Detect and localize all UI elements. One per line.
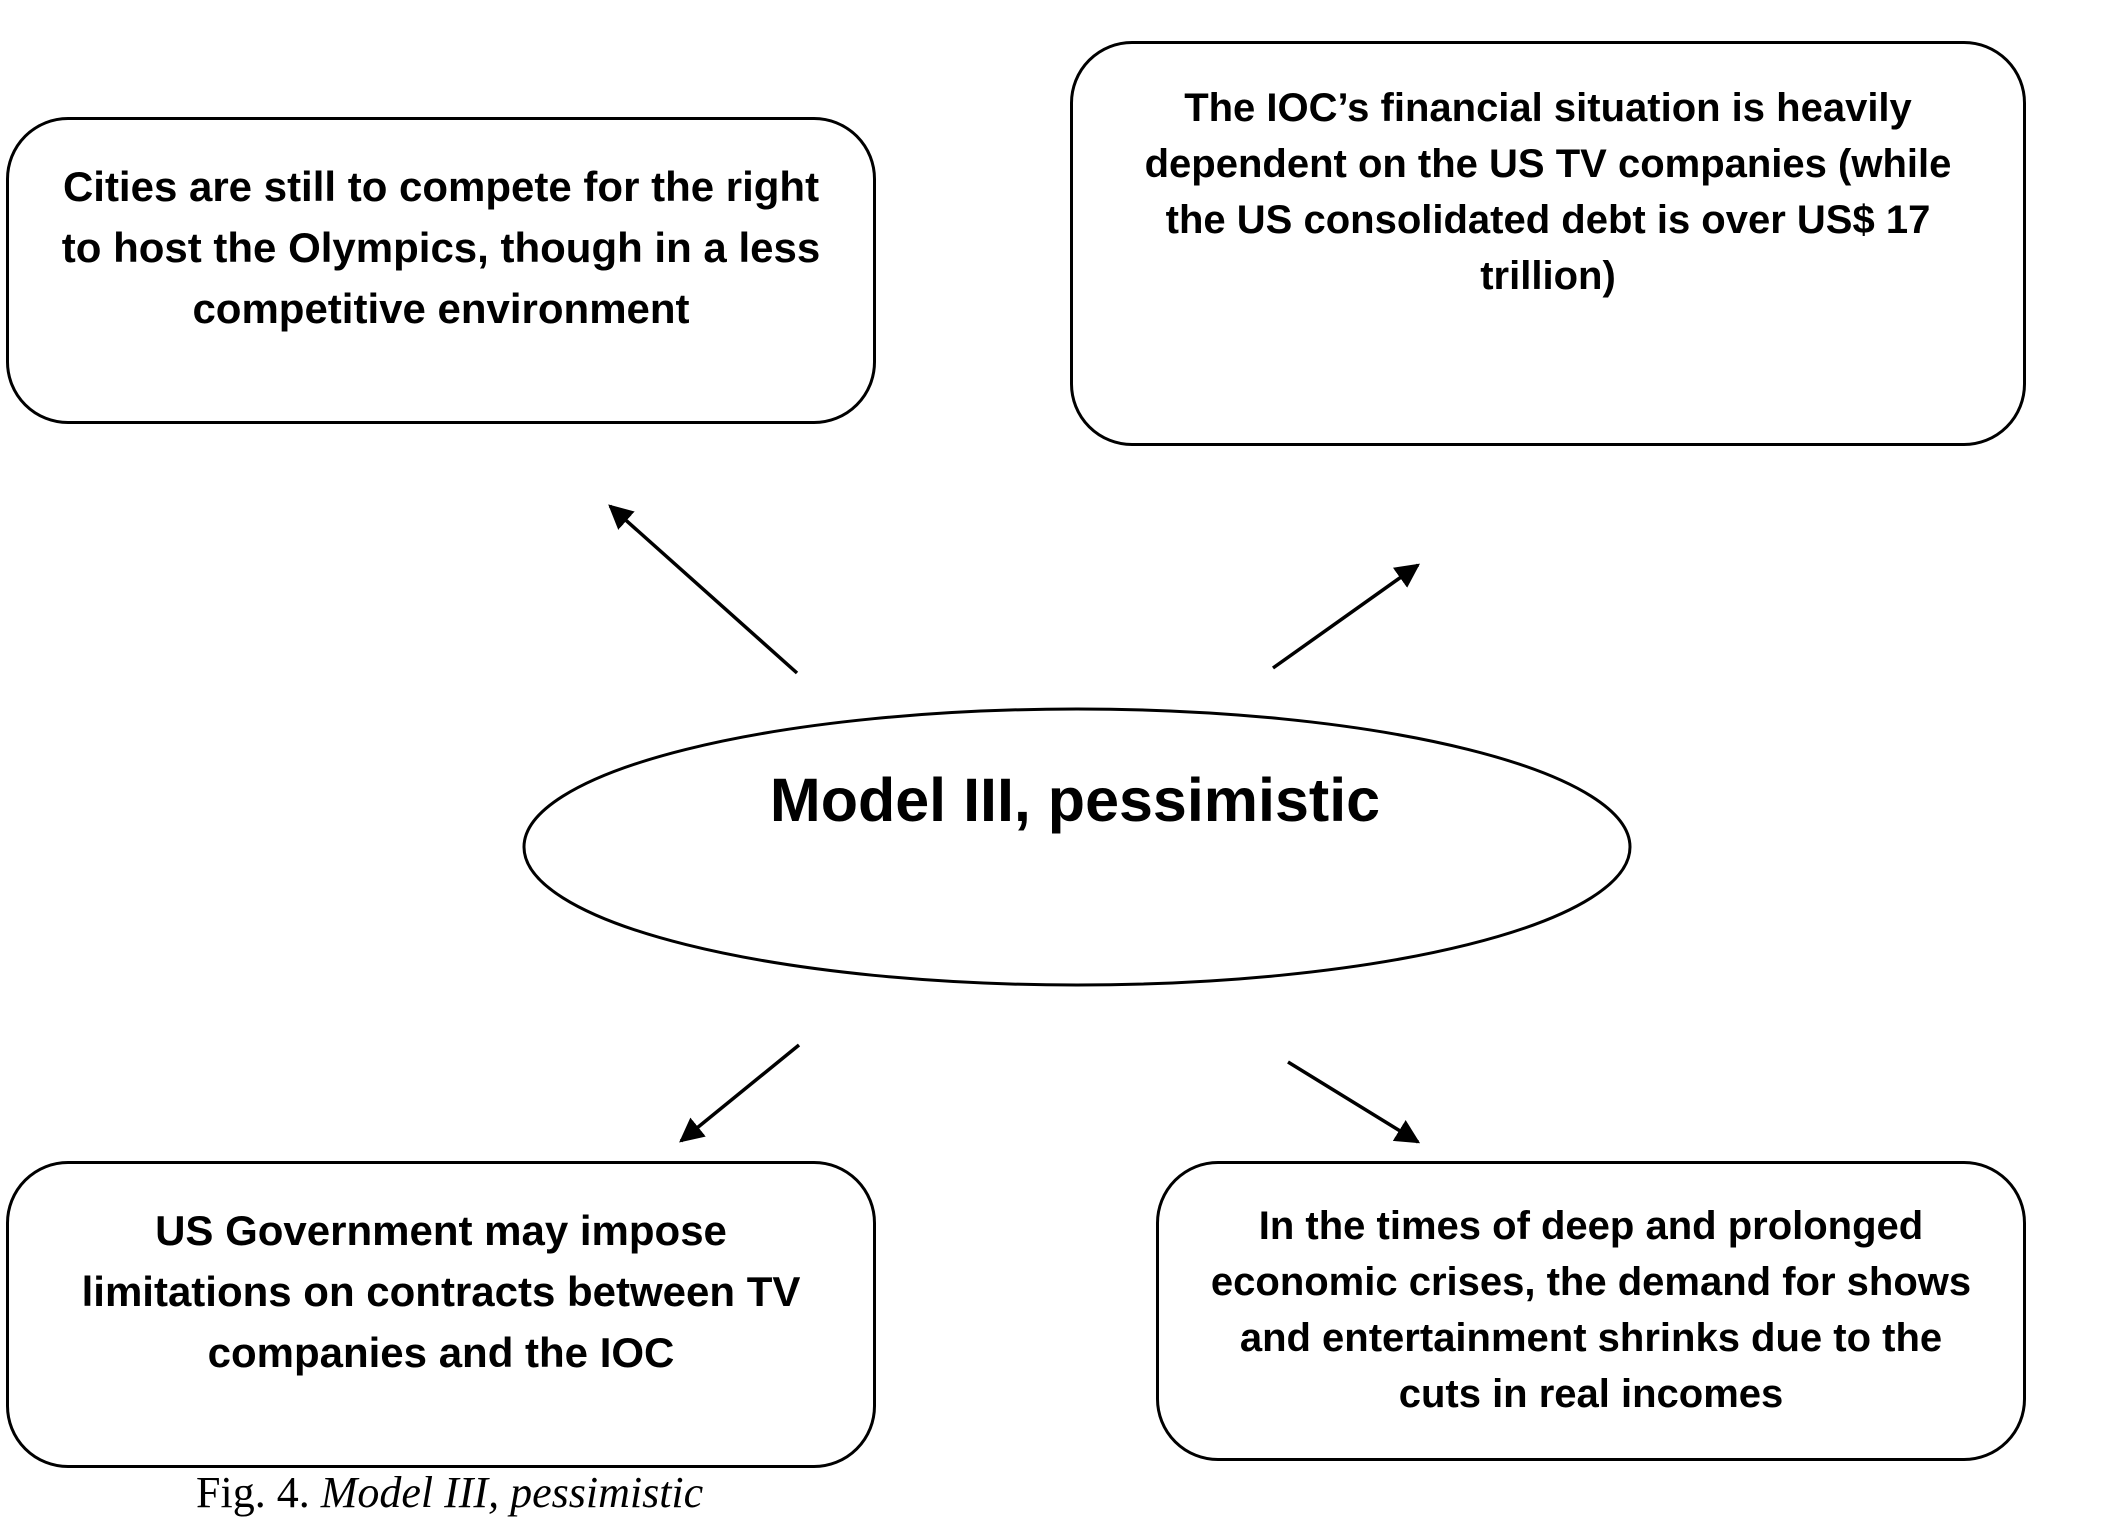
- center-node-label: Model III, pessimistic: [769, 766, 1381, 834]
- node-cities-compete-text: Cities are still to compete for the righ…: [61, 163, 821, 332]
- node-us-government-limitations: US Government may impose limitations on …: [6, 1161, 876, 1468]
- arrow-to-bottom-right: [1287, 1060, 1421, 1144]
- diagram-canvas: [522, 504, 1632, 1144]
- node-economic-crises-demand: In the times of deep and prolonged econo…: [1156, 1161, 2026, 1461]
- node-ioc-financial-dependence-text: The IOC’s financial situation is heavily…: [1144, 86, 1952, 298]
- node-us-government-limitations-text: US Government may impose limitations on …: [81, 1207, 801, 1376]
- figure-caption: Fig. 4. Model III, pessimistic: [196, 1468, 703, 1518]
- arrow-to-bottom-left: [679, 1043, 801, 1143]
- arrow-to-top-right: [1271, 563, 1420, 670]
- node-cities-compete: Cities are still to compete for the righ…: [6, 117, 876, 424]
- center-ellipse: [522, 707, 1632, 987]
- figure-caption-title: Model III, pessimistic: [320, 1468, 704, 1517]
- figure-caption-prefix: Fig. 4.: [196, 1468, 310, 1517]
- node-economic-crises-demand-text: In the times of deep and prolonged econo…: [1210, 1204, 1972, 1416]
- arrow-to-top-left: [608, 504, 799, 675]
- node-ioc-financial-dependence: The IOC’s financial situation is heavily…: [1070, 41, 2026, 446]
